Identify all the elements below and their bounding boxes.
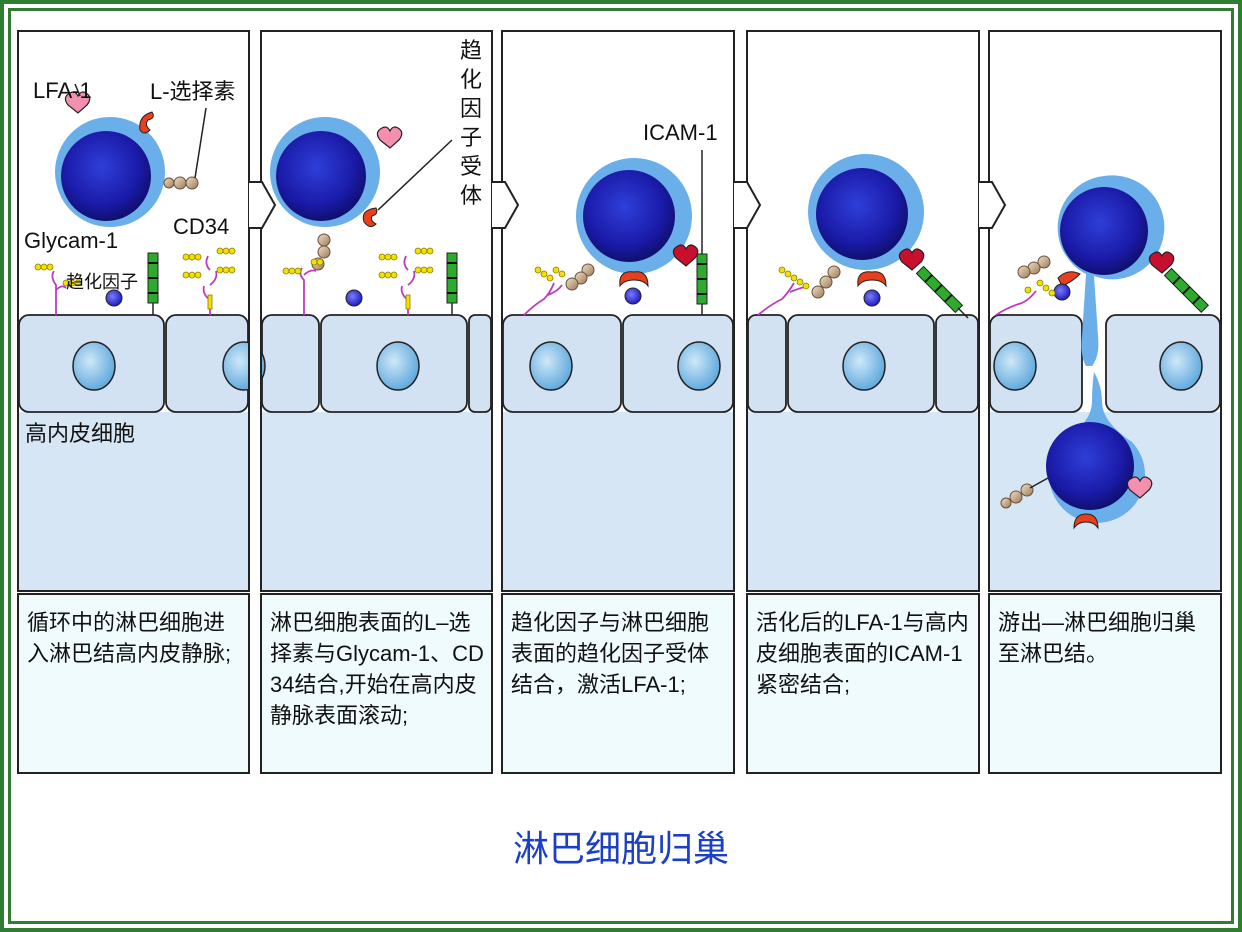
glycam1-icon [51, 270, 67, 315]
label-chemokine: 趋化因子 [66, 272, 138, 292]
page-title: 淋巴细胞归巢 [512, 829, 729, 870]
panel-frames [17, 30, 1222, 592]
lymphocyte-4 [808, 154, 924, 270]
panel-4 [746, 30, 980, 592]
label-cd34: CD34 [173, 214, 230, 239]
lymphocyte-5-lower [1046, 372, 1146, 523]
lfa1-icon [64, 91, 91, 114]
label-icam1: ICAM-1 [643, 120, 718, 145]
chemokine-icon [105, 289, 123, 307]
caption-step-2: 淋巴细胞表面的L–选择素与Glycam-1、CD34结合,开始在高内皮静脉表面滚… [260, 593, 493, 774]
label-lfa1: LFA-1 [33, 78, 92, 103]
caption-step-3: 趋化因子与淋巴细胞表面的趋化因子受体结合，激活LFA-1; [501, 593, 735, 774]
lymphocyte-3 [576, 158, 692, 274]
panel-2 [260, 30, 493, 592]
label-glycam1: Glycam-1 [24, 228, 119, 253]
lymphocyte-5-upper [1057, 175, 1165, 366]
panel-1 [17, 30, 250, 592]
caption-step-5: 游出—淋巴细胞归巢至淋巴结。 [988, 593, 1222, 774]
label-l-selectin: L-选择素 [150, 79, 236, 104]
icam1-bar-icon [147, 252, 159, 315]
caption-step-1: 循环中的淋巴细胞进入淋巴结高内皮静脉; [17, 593, 250, 774]
l-selectin-icon [139, 111, 154, 134]
panel-5 [988, 30, 1222, 592]
label-chemokine-receptor: 趋化因子受体 [459, 38, 482, 208]
step-arrows [249, 181, 1007, 229]
endothelial-cells [18, 314, 1221, 413]
caption-step-4: 活化后的LFA-1与高内皮细胞表面的ICAM-1紧密结合; [746, 593, 980, 774]
lymphocyte-1 [55, 117, 165, 227]
chemokine-receptor-icon [163, 176, 199, 190]
lymphocyte-2 [270, 117, 380, 227]
label-hev: 高内皮细胞 [25, 421, 136, 446]
panel-3 [501, 30, 735, 592]
